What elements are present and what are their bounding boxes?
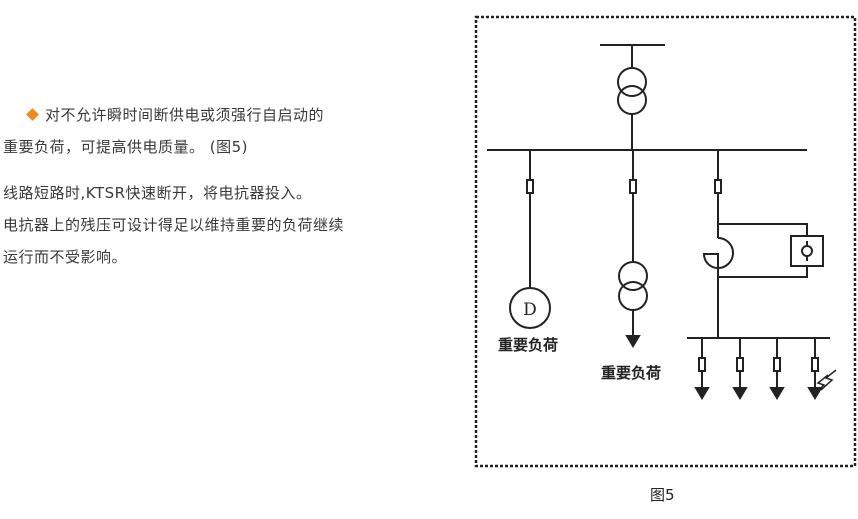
branch-reactor-ktsr [702,150,824,338]
text: 对不允许瞬时间断供电或须强行自启动的 [45,106,325,124]
paragraph-line: 对不允许瞬时间断供电或须强行自启动的 [26,104,325,125]
load-label: 重要负荷 [601,364,661,382]
paragraph-line: 线路短路时,KTSR快速断开，将电抗器投入。 [3,184,312,202]
dotted-frame [474,15,857,468]
fault-lightning-icon [820,369,837,391]
paragraph-line: 电抗器上的残压可设计得足以维持重要的负荷继续 [3,216,345,234]
feeders [694,338,837,400]
paragraph-line: 运行而不受影响。 [3,248,128,266]
motor-label: D [523,300,537,320]
figure-caption: 图5 [650,486,675,504]
branch-motor [509,150,551,329]
paragraph-line: 重要负荷，可提高供电质量。 (图5) [3,138,249,156]
ktsr-switch-icon [790,235,824,267]
source-transformer [600,44,665,150]
branch-transformer [618,150,648,348]
load-label: 重要负荷 [498,336,558,354]
motor-icon [509,287,551,329]
